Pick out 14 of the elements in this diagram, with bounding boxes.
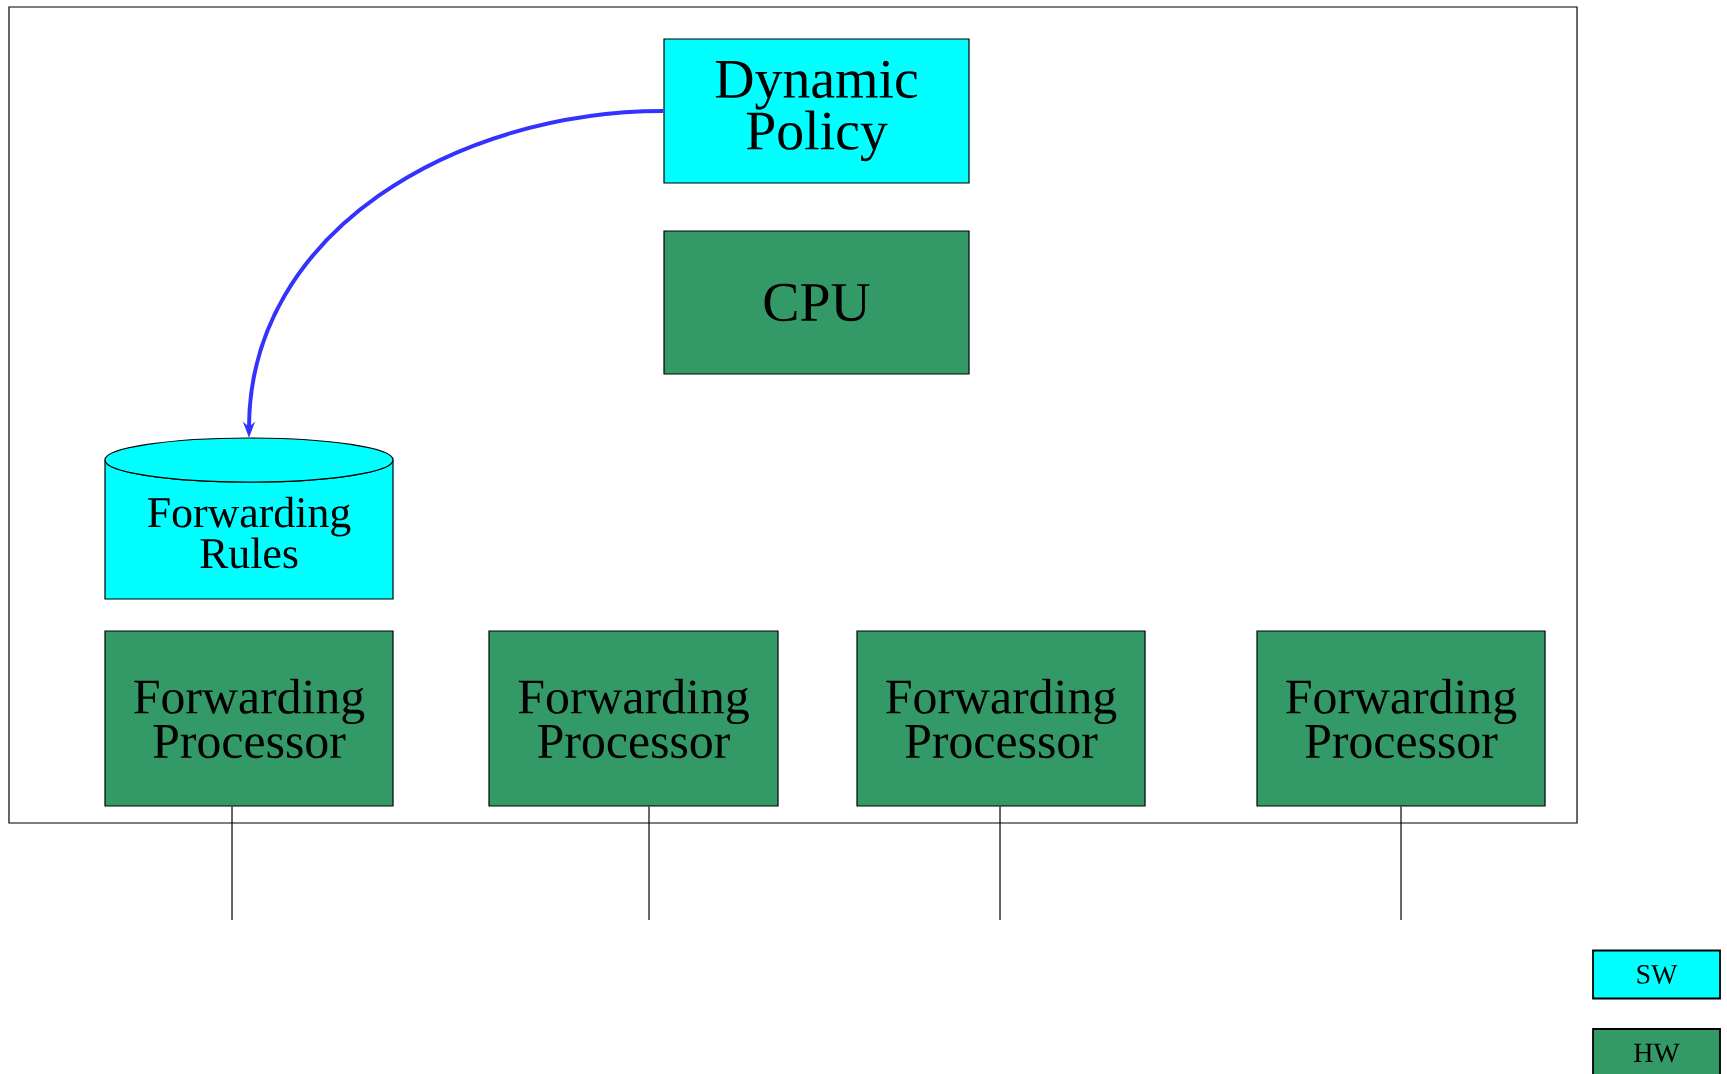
process-box: CPU	[663, 230, 970, 375]
connector-line	[648, 806, 650, 921]
process-box: Forwarding Processor	[1256, 630, 1546, 807]
connector-line	[1400, 806, 1402, 921]
process-box: Forwarding Processor	[104, 630, 394, 807]
connector-line	[231, 806, 233, 921]
legend-key: HW	[1592, 1028, 1721, 1074]
connector-line	[999, 806, 1001, 921]
process-box: Dynamic Policy	[663, 38, 970, 184]
database-cylinder: Forwarding Rules	[104, 437, 394, 600]
legend-key: SW	[1592, 949, 1721, 1000]
process-box: Forwarding Processor	[856, 630, 1146, 807]
process-box: Forwarding Processor	[488, 630, 779, 807]
device-frame	[8, 6, 1578, 824]
